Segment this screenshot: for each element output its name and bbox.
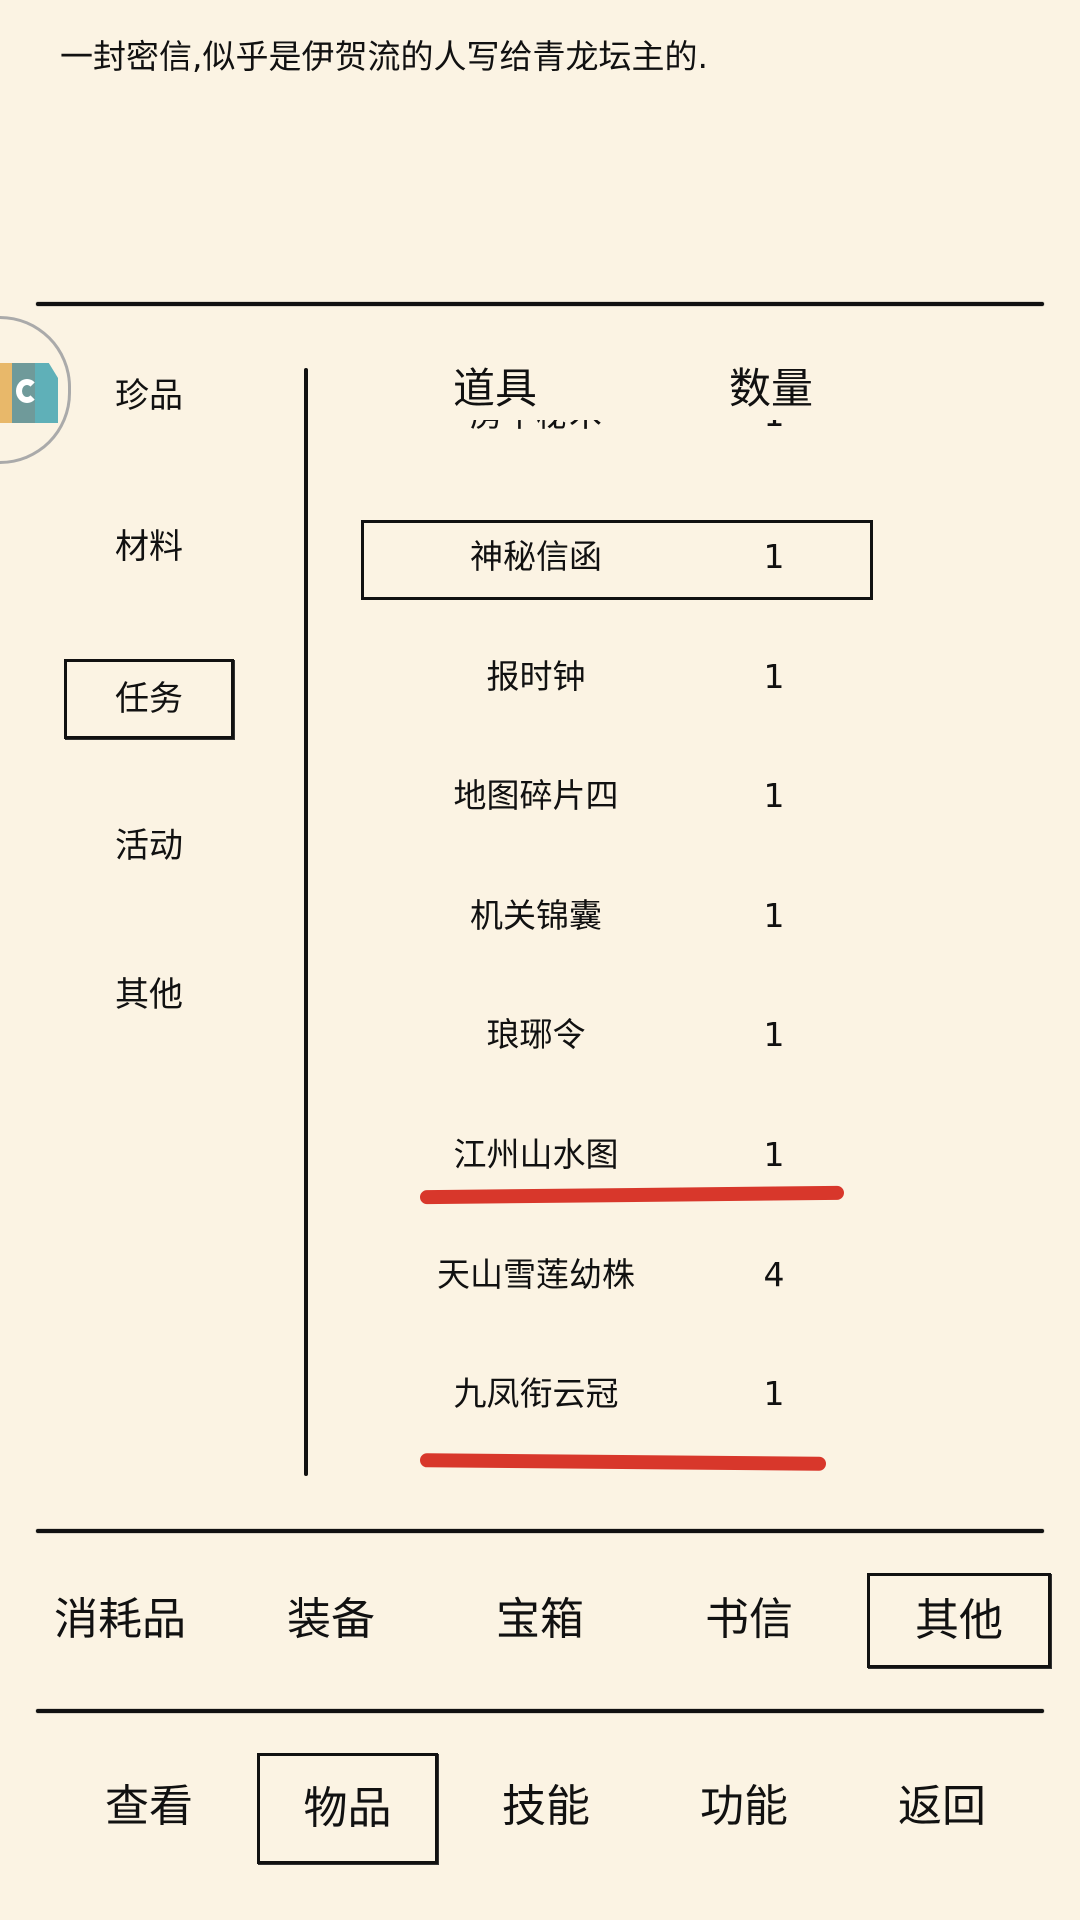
- selected-row-frame: [361, 520, 873, 600]
- item-name: 房中秘术: [470, 395, 602, 434]
- item-description: 一封密信,似乎是伊贺流的人写给青龙坛主的.: [60, 37, 708, 76]
- item-quantity: 1: [763, 776, 785, 815]
- column-header-item: 道具: [452, 364, 537, 413]
- item-quantity: 1: [763, 657, 785, 696]
- item-name: 江州山水图: [453, 1135, 619, 1174]
- sidebar-item-others[interactable]: 其他: [64, 975, 234, 1015]
- tab-consumables[interactable]: 消耗品: [54, 1594, 186, 1645]
- sidebar-item-label: 珍品: [115, 376, 183, 416]
- table-row[interactable]: 琅琊令 1: [330, 995, 1010, 1075]
- divider-bottom: [36, 1709, 1044, 1713]
- table-row[interactable]: 天山雪莲幼株 4: [330, 1235, 1010, 1315]
- item-quantity: 4: [763, 1255, 785, 1294]
- sidebar-item-materials[interactable]: 材料: [64, 527, 234, 567]
- tab-letters[interactable]: 书信: [705, 1594, 793, 1645]
- table-row[interactable]: 神秘信函 1: [330, 517, 1010, 597]
- item-name: 报时钟: [486, 657, 586, 696]
- sidebar-item-label: 任务: [115, 679, 183, 719]
- table-row[interactable]: 机关锦囊 1: [330, 876, 1010, 956]
- item-quantity: 1: [763, 1135, 785, 1174]
- column-header-quantity: 数量: [728, 364, 813, 413]
- item-name: 天山雪莲幼株: [437, 1255, 635, 1294]
- tab-equipment[interactable]: 装备: [287, 1594, 375, 1645]
- table-row[interactable]: 地图碎片四 1: [330, 756, 1010, 836]
- sidebar-item-quests[interactable]: 任务: [64, 659, 234, 739]
- item-quantity: 1: [763, 395, 785, 434]
- item-name: 琅琊令: [486, 1015, 586, 1054]
- item-name: 地图碎片四: [453, 776, 619, 815]
- app-icon: [0, 363, 58, 423]
- divider-middle: [36, 1529, 1044, 1533]
- item-quantity: 1: [763, 1015, 785, 1054]
- item-quantity: 1: [763, 896, 785, 935]
- table-row[interactable]: 九凤衔云冠 1: [330, 1354, 1010, 1434]
- sidebar-item-label: 其他: [115, 975, 183, 1015]
- sidebar-item-treasures[interactable]: 珍品: [64, 376, 234, 416]
- nav-items[interactable]: 物品: [257, 1753, 438, 1864]
- sidebar-divider: [304, 368, 308, 1476]
- sidebar-item-label: 材料: [115, 527, 183, 567]
- tab-chests[interactable]: 宝箱: [496, 1594, 584, 1645]
- tab-others[interactable]: 其他: [867, 1573, 1051, 1668]
- nav-back[interactable]: 返回: [898, 1781, 986, 1832]
- table-row[interactable]: 报时钟 1: [330, 637, 1010, 717]
- table-row[interactable]: 江州山水图 1: [330, 1115, 1010, 1195]
- item-name: 神秘信函: [470, 537, 602, 576]
- item-quantity: 1: [763, 537, 785, 576]
- divider-top: [36, 302, 1044, 306]
- floating-assistant-button[interactable]: [0, 316, 71, 464]
- sidebar-item-label: 活动: [115, 826, 183, 866]
- nav-functions[interactable]: 功能: [700, 1781, 788, 1832]
- nav-view[interactable]: 查看: [105, 1781, 193, 1832]
- item-name: 机关锦囊: [470, 896, 602, 935]
- sidebar-item-events[interactable]: 活动: [64, 826, 234, 866]
- item-name: 九凤衔云冠: [453, 1374, 619, 1413]
- table-row[interactable]: 房中秘术 1: [330, 395, 1010, 455]
- nav-skills[interactable]: 技能: [502, 1781, 590, 1832]
- item-quantity: 1: [763, 1374, 785, 1413]
